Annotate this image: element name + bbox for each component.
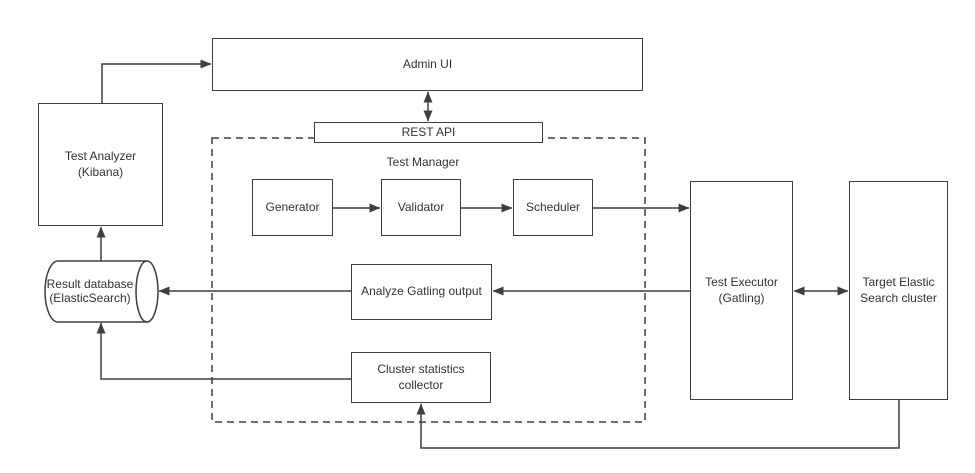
edge-test-analyzer-to-admin-ui bbox=[101, 59, 212, 103]
node-admin-ui: Admin UI bbox=[212, 38, 643, 91]
node-validator: Validator bbox=[381, 179, 461, 236]
edge-target-cluster-to-cluster-stats bbox=[416, 400, 900, 449]
node-scheduler: Scheduler bbox=[513, 179, 593, 236]
edge-cluster-stats-to-result-database bbox=[96, 322, 351, 380]
result-database-cylinder-body bbox=[44, 260, 147, 323]
node-rest-api: REST API bbox=[314, 122, 543, 143]
node-target-elastic-search-cluster: Target Elastic Search cluster bbox=[849, 181, 948, 400]
node-cluster-statistics-collector: Cluster statistics collector bbox=[351, 352, 491, 403]
node-test-analyzer: Test Analyzer (Kibana) bbox=[38, 103, 163, 226]
node-generator: Generator bbox=[252, 179, 333, 236]
result-database-cylinder-cap bbox=[135, 260, 159, 323]
node-analyze-gatling-output: Analyze Gatling output bbox=[351, 264, 492, 320]
node-test-executor: Test Executor (Gatling) bbox=[690, 181, 793, 400]
result-database-label: Result database (ElasticSearch) bbox=[46, 277, 134, 305]
test-manager-group-label: Test Manager bbox=[386, 155, 460, 169]
